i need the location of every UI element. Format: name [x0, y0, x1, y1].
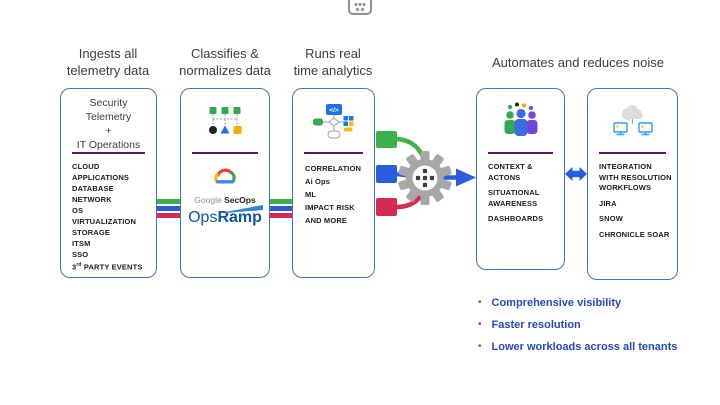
header-line: normalizes data	[179, 63, 271, 78]
google-secops-wordmark: Google SecOps	[194, 195, 256, 205]
box-integration: INTEGRATION WITH RESOLUTION WORKFLOWS JI…	[587, 88, 678, 280]
bullet-dot-icon: •	[478, 297, 482, 308]
header-line: Ingests all	[78, 46, 138, 61]
takeaway-list: • Comprehensive visibility • Faster reso…	[478, 296, 718, 362]
list-item: DATABASE	[72, 184, 114, 193]
bullet-dot-icon: •	[478, 319, 482, 330]
list-item: APPLICATIONS	[72, 173, 130, 182]
column-header-automate: Automates and reduces noise	[492, 55, 664, 70]
column-header-classify: Classifies & normalizes data	[167, 45, 283, 79]
column-header-ingest: Ingests all telemetry data	[48, 45, 168, 79]
takeaway-item: • Lower workloads across all tenants	[478, 341, 678, 353]
box-context: CONTEXT & ACTONS SITUATIONAL AWARENESS D…	[476, 88, 565, 270]
svg-text:</>: </>	[329, 107, 339, 114]
list-item: SNOW	[599, 214, 623, 223]
green-stream-tab	[376, 131, 397, 148]
list-item: CHRONICLE SOAR	[599, 229, 670, 239]
box-context-list: CONTEXT & ACTONS SITUATIONAL AWARENESS D…	[488, 162, 559, 230]
list-item: SITUATIONAL AWARENESS	[488, 188, 540, 208]
gear-icon	[398, 151, 452, 205]
list-item: ML	[305, 190, 317, 199]
header-line: Runs real	[305, 46, 361, 61]
opsramp-swoosh	[225, 205, 264, 213]
box-ingest-list: CLOUD APPLICATIONS DATABASE NETWORK OS V…	[72, 161, 152, 273]
header-line: Classifies &	[191, 46, 259, 61]
box-ingest: Security Telemetry + IT Operations CLOUD…	[60, 88, 157, 278]
list-item: INTEGRATION WITH RESOLUTION WORKFLOWS	[599, 162, 672, 192]
classification-tree-icon	[209, 107, 242, 134]
box-ingest-title: Security Telemetry + IT Operations	[76, 97, 141, 151]
red-stream-tab	[376, 198, 397, 216]
header-line: time analytics	[293, 63, 373, 78]
list-item: CORRELATION	[305, 164, 362, 173]
list-item-third-party: 3rd PARTY EVENTS	[72, 262, 143, 272]
grip-dots-icon	[348, 0, 372, 15]
people-group-icon	[504, 102, 537, 136]
column-header-analytics: Runs real time analytics	[272, 45, 394, 79]
takeaway-item: • Comprehensive visibility	[478, 297, 622, 309]
cloud-network-icon	[612, 105, 653, 136]
header-line: telemetry data	[66, 63, 150, 78]
box-integration-list: INTEGRATION WITH RESOLUTION WORKFLOWS JI…	[599, 162, 672, 245]
list-item: IMPACT RISK	[305, 203, 355, 212]
blue-stream-tab	[376, 165, 397, 183]
divider	[599, 152, 666, 154]
list-item: Ai Ops	[305, 177, 331, 186]
code-workflow-icon: </>	[312, 104, 353, 139]
takeaway-item: • Faster resolution	[478, 319, 581, 331]
list-item: DASHBOARDS	[488, 214, 544, 223]
double-arrow-icon	[565, 167, 587, 181]
list-item: NETWORK	[72, 195, 112, 204]
box-analytics: </> CORRELATION Ai Ops ML IMPACT RISK AN…	[292, 88, 375, 278]
list-item: CONTEXT & ACTONS	[488, 162, 533, 182]
aggregation-gear-zone	[376, 131, 476, 216]
list-item: OS	[72, 206, 84, 215]
list-item: ITSM	[72, 239, 91, 248]
list-item: JIRA	[599, 198, 617, 208]
list-item: STORAGE	[72, 228, 111, 237]
bullet-dot-icon: •	[478, 341, 482, 352]
divider	[304, 152, 363, 154]
list-item: CLOUD	[72, 162, 100, 171]
divider	[488, 152, 553, 154]
google-cloud-logo	[214, 168, 236, 184]
box-analytics-list: CORRELATION Ai Ops ML IMPACT RISK AND MO…	[305, 162, 369, 227]
arrow-right-icon	[456, 168, 476, 187]
list-item: SSO	[72, 250, 89, 259]
list-item: VIRTUALIZATION	[72, 217, 137, 226]
divider	[72, 152, 145, 154]
divider	[192, 152, 258, 154]
list-item: AND MORE	[305, 216, 348, 225]
